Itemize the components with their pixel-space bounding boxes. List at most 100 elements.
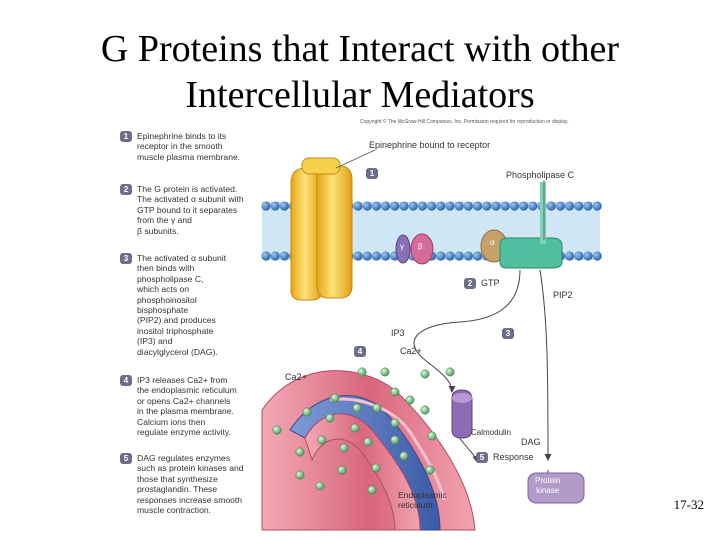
calcium-ion — [367, 485, 377, 495]
step-3-badge: 3 — [120, 253, 132, 264]
phospholipid-head — [371, 251, 381, 261]
label-ip3: IP3 — [391, 328, 405, 338]
calcium-ion — [390, 418, 400, 428]
step-4-text: IP3 releases Ca2+ from the endoplasmic r… — [137, 375, 237, 438]
phospholipid-head — [583, 201, 593, 211]
label-response: Response — [493, 452, 534, 462]
phospholipid-head — [500, 201, 510, 211]
phospholipid-head — [546, 201, 556, 211]
step-1-badge: 1 — [120, 131, 132, 142]
calcium-ion — [363, 437, 373, 447]
slide-title: G Proteins that Interact with other Inte… — [0, 26, 720, 118]
phospholipid-head — [463, 251, 473, 261]
phospholipid-head — [261, 251, 271, 261]
calcium-ion — [317, 435, 327, 445]
phospholipid-head — [491, 201, 501, 211]
phospholipid-head — [592, 251, 602, 261]
diagram-badge-2: 2 — [464, 278, 476, 289]
phospholipid-head — [565, 201, 575, 211]
step-1-text: Epinephrine binds to its receptor in the… — [137, 131, 241, 162]
phospholipid-head — [427, 201, 437, 211]
title-line-2: Intercellular Mediators — [185, 74, 535, 116]
phospholipid-head — [353, 251, 363, 261]
calcium-ion — [325, 413, 335, 423]
label-calmodulin: Calmodulin — [471, 428, 512, 437]
phospholipid-head — [436, 251, 446, 261]
calcium-ion — [330, 393, 340, 403]
calcium-ion — [295, 470, 305, 480]
step-2-text: The G protein is activated. The activate… — [137, 184, 244, 236]
phospholipid-head — [445, 201, 455, 211]
phospholipid-head — [473, 201, 483, 211]
diagram-badge-5: 5 — [476, 452, 488, 463]
diagram-badge-4: 4 — [354, 346, 366, 357]
phospholipid-head — [445, 251, 455, 261]
calcium-ion — [399, 451, 409, 461]
phospholipid-head — [574, 201, 584, 211]
calcium-ion — [420, 369, 430, 379]
phospholipid-head — [565, 251, 575, 261]
step-2-badge: 2 — [120, 184, 132, 195]
calcium-ion — [302, 407, 312, 417]
phospholipid-head — [353, 201, 363, 211]
label-pip2: PIP2 — [553, 290, 573, 300]
label-epinephrine-receptor: Epinephrine bound to receptor — [369, 140, 491, 150]
calcium-ion — [337, 465, 347, 475]
phospholipid-head — [381, 201, 391, 211]
copyright-notice: Copyright © The McGraw-Hill Companies, I… — [360, 119, 569, 125]
phospholipid-head — [270, 201, 280, 211]
calcium-ion — [352, 403, 362, 413]
phospholipid-head — [371, 201, 381, 211]
label-beta: β — [418, 242, 423, 251]
label-gamma: γ — [400, 242, 404, 251]
step-3-text: The activated α subunit then binds with … — [137, 253, 227, 357]
calcium-ion — [371, 463, 381, 473]
phospholipase-c — [499, 182, 563, 269]
slide-number: 17-32 — [673, 497, 704, 512]
phospholipid-head — [574, 251, 584, 261]
phospholipid-head — [555, 201, 566, 211]
calcium-ions — [272, 367, 455, 495]
phospholipid-head — [592, 201, 602, 211]
calcium-ion — [295, 447, 305, 457]
phospholipid-head — [417, 201, 427, 211]
calcium-ion — [390, 435, 400, 445]
phospholipid-head — [270, 251, 280, 261]
label-dag: DAG — [521, 437, 541, 447]
calcium-ion — [339, 443, 349, 453]
phospholipid-head — [454, 251, 464, 261]
phospholipid-head — [408, 201, 418, 211]
label-ca-top: Ca2+ — [400, 346, 422, 356]
phospholipid-head — [583, 251, 593, 261]
calcium-ion — [380, 367, 390, 377]
calcium-ion — [372, 403, 382, 413]
calmodulin — [451, 389, 473, 439]
phospholipid-head — [482, 201, 492, 211]
label-phospholipase-c: Phospholipase C — [506, 170, 575, 180]
phospholipid-head — [261, 201, 271, 211]
calcium-ion — [420, 405, 430, 415]
label-ca-left: Ca2+ — [285, 372, 307, 382]
phospholipid-head — [509, 201, 519, 211]
title-line-1: G Proteins that Interact with other — [100, 28, 620, 70]
label-gtp: GTP — [481, 278, 500, 288]
phospholipid-head — [436, 201, 446, 211]
step-4-badge: 4 — [120, 375, 132, 386]
label-endoplasmic-reticulum: Endoplasmic reticulum — [398, 490, 447, 510]
phospholipid-head — [362, 201, 372, 211]
phospholipid-head — [519, 201, 529, 211]
phospholipid-head — [362, 251, 372, 261]
phospholipid-head — [390, 201, 400, 211]
phospholipid-head — [279, 251, 289, 261]
phospholipid-head — [381, 251, 391, 261]
calcium-ion — [357, 367, 367, 377]
step-5-badge: 5 — [120, 453, 132, 464]
diagram-badge-1: 1 — [366, 168, 378, 179]
step-5-text: DAG regulates enzymes such as protein ki… — [137, 453, 244, 516]
calcium-ion — [390, 387, 400, 397]
calcium-ion — [315, 481, 325, 491]
phospholipid-head — [463, 201, 473, 211]
protein-kinase — [527, 472, 585, 504]
calcium-ion — [350, 423, 360, 433]
phospholipid-head — [454, 201, 464, 211]
